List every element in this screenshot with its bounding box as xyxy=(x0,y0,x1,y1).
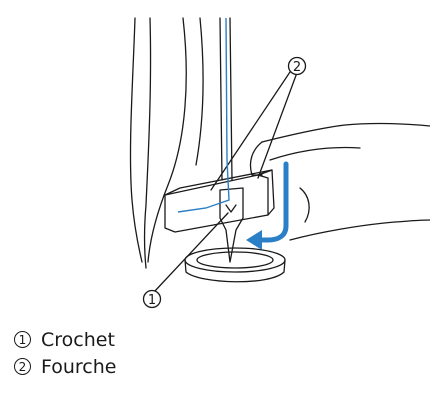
hand-outline-bottom xyxy=(289,219,430,241)
machine-front-edge xyxy=(147,17,187,263)
machine-front-curve xyxy=(195,17,204,166)
legend-number-badge: 2 xyxy=(14,358,31,375)
callout-2-leader-b xyxy=(257,69,299,179)
legend-item-crochet: 1 Crochet xyxy=(14,326,314,353)
hand-outline-top xyxy=(261,122,430,143)
motion-arrow xyxy=(253,161,289,243)
hook-body xyxy=(219,187,244,263)
threader-lever xyxy=(164,174,269,233)
hand-finger-1 xyxy=(249,141,263,176)
machine-body-inner-outline xyxy=(143,17,152,269)
machine-body-outline xyxy=(129,17,143,263)
hook-tip xyxy=(225,204,237,213)
needle-bar-right xyxy=(229,17,233,181)
presser-plate-side xyxy=(184,259,286,283)
svg-text:1: 1 xyxy=(148,293,156,308)
legend-label: Fourche xyxy=(41,355,117,378)
legend-item-fourche: 2 Fourche xyxy=(14,353,314,380)
legend: 1 Crochet 2 Fourche xyxy=(14,326,314,380)
needle-bar-left xyxy=(219,17,223,181)
hand-finger-2 xyxy=(269,146,361,161)
presser-plate-inner xyxy=(196,251,274,269)
callout-1-leader xyxy=(153,212,229,293)
legend-label: Crochet xyxy=(41,328,115,351)
threader-lever-side xyxy=(257,169,275,216)
callout-2-leader-a xyxy=(210,65,295,191)
callout-1: 1 xyxy=(142,289,162,309)
legend-number-badge: 1 xyxy=(14,331,31,348)
callout-2: 2 xyxy=(287,56,307,76)
hand-knuckle xyxy=(299,187,310,223)
motion-arrowhead xyxy=(246,230,262,250)
thread-line xyxy=(177,17,230,213)
svg-text:2: 2 xyxy=(293,60,301,75)
